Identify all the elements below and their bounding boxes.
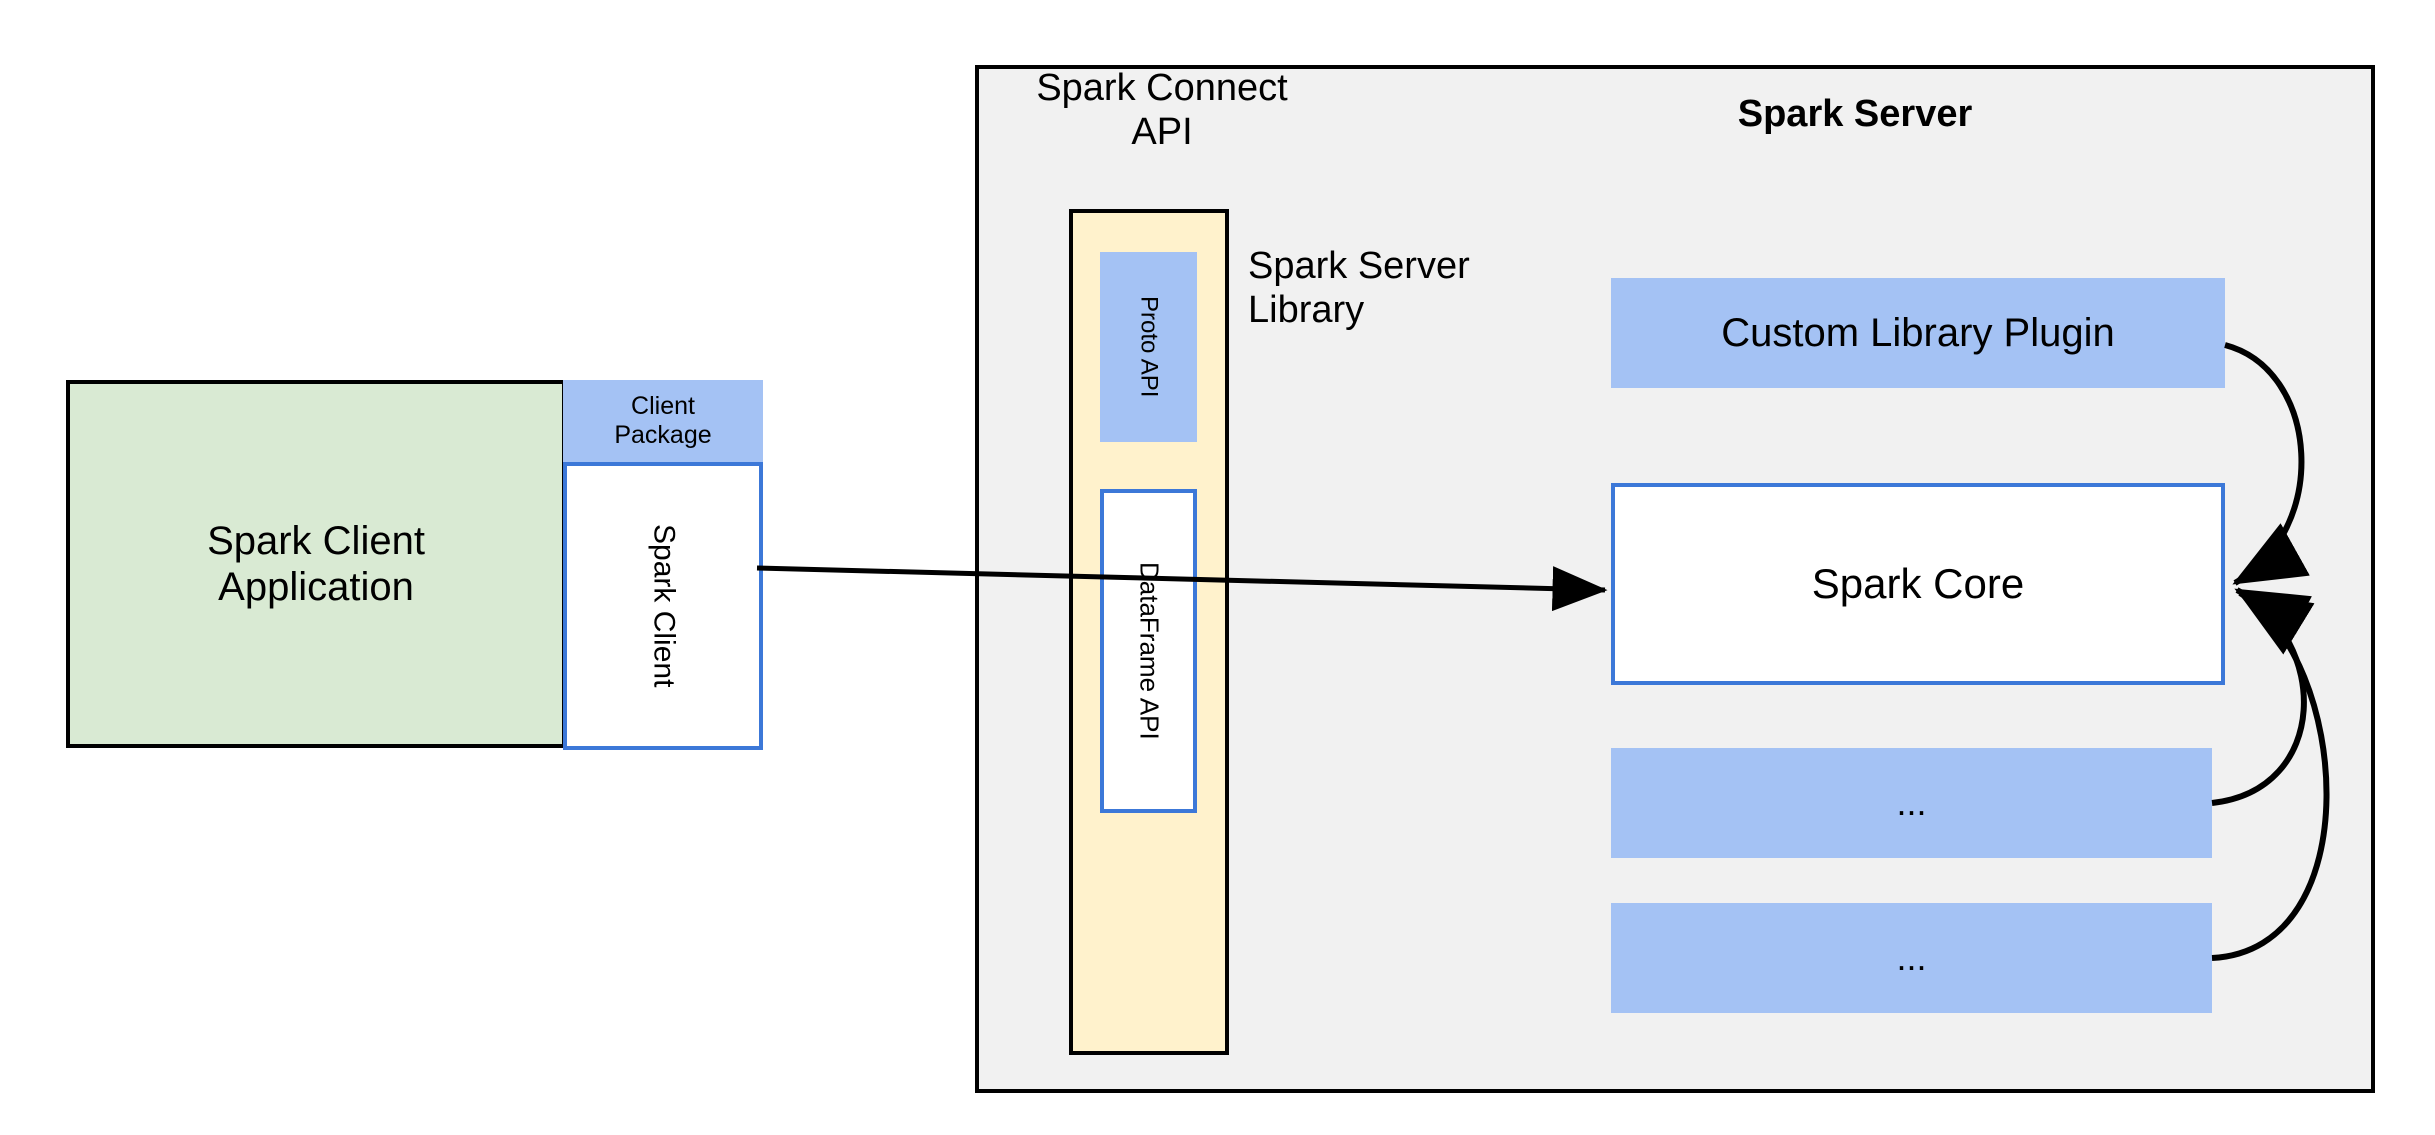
spark-client-application-label: Spark Client Application [207,519,425,609]
proto-api-label: Proto API [1135,296,1163,398]
dataframe-api-box: DataFrame API [1100,489,1197,813]
spark-client-label: Spark Client [647,524,681,688]
custom-library-plugin-box: Custom Library Plugin [1611,278,2225,388]
spark-core-box: Spark Core [1611,483,2225,685]
additional-component-box-1: ... [1611,748,2212,858]
client-package-box: Client Package [563,380,763,462]
additional-component-box-2: ... [1611,903,2212,1013]
spark-core-label: Spark Core [1811,559,2025,607]
client-package-label: Client Package [614,392,712,449]
spark-client-box: Spark Client [563,462,763,750]
spark-connect-api-label: Spark Connect API [1036,67,1288,153]
dataframe-api-label: DataFrame API [1134,562,1165,740]
additional-component-label-1: ... [1896,782,1927,824]
spark-client-application-box: Spark Client Application [66,380,566,748]
custom-library-plugin-label: Custom Library Plugin [1721,311,2115,355]
proto-api-box: Proto API [1100,252,1197,442]
spark-server-title: Spark Server [1737,93,1973,136]
spark-server-library-label: Spark Server Library [1248,245,1470,331]
additional-component-label-2: ... [1896,937,1927,979]
